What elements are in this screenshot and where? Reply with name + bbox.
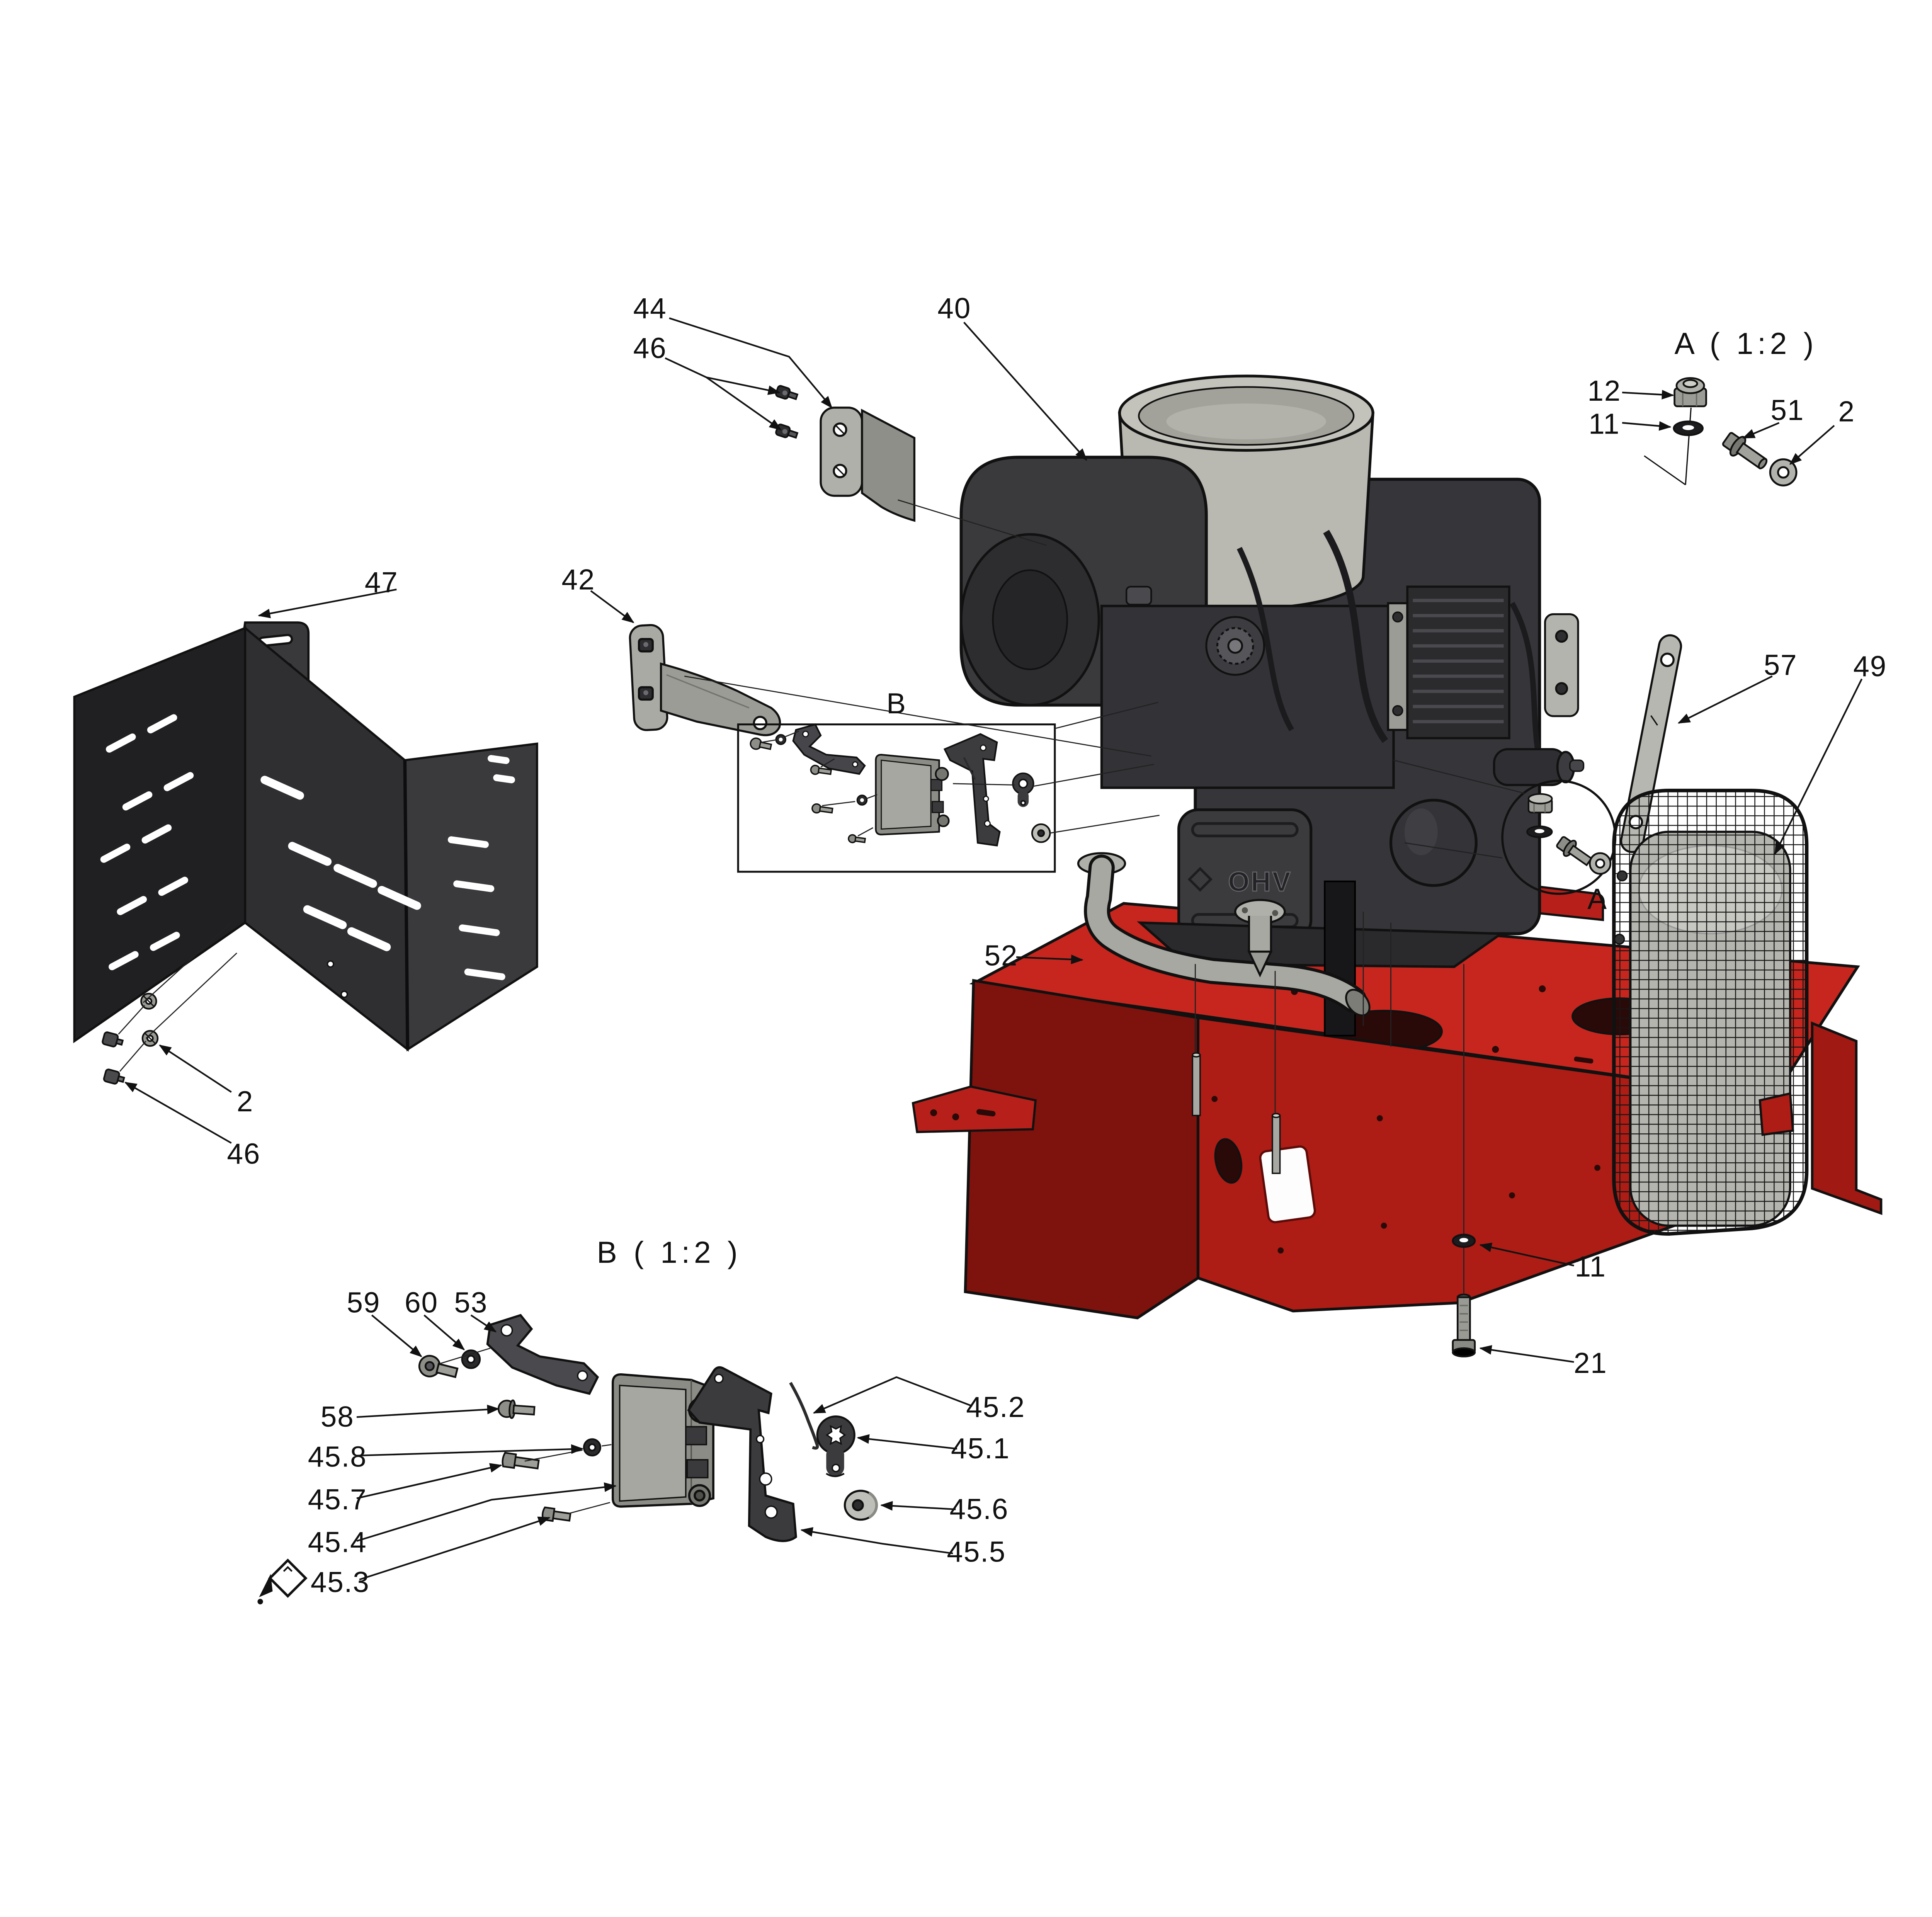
detail-b-title: B ( 1:2 ) xyxy=(597,1235,742,1269)
callout-45-3: 45.3 xyxy=(311,1566,370,1598)
bracket-45-5-small xyxy=(943,733,1001,847)
callout-44: 44 xyxy=(633,292,667,324)
mounting-plate-right xyxy=(1544,613,1579,717)
frame-tab-front xyxy=(1759,1092,1794,1136)
locknut xyxy=(1527,793,1553,813)
grommet-45-6-small xyxy=(1031,823,1051,843)
bolt-51 xyxy=(1722,432,1768,469)
fuel-pump xyxy=(1493,748,1585,786)
callout-45-4: 45.4 xyxy=(308,1526,367,1558)
detail-circle-a xyxy=(1501,779,1617,895)
callout-46-left: 46 xyxy=(227,1138,260,1170)
lever-45-1 xyxy=(816,1415,855,1477)
callout-11-bottom: 11 xyxy=(1575,1250,1606,1283)
callout-45-8: 45.8 xyxy=(308,1441,367,1473)
socket-bolt-59 xyxy=(418,1355,459,1378)
callout-45-7: 45.7 xyxy=(308,1483,367,1516)
callout-45-5: 45.5 xyxy=(947,1535,1006,1568)
callout-59: 59 xyxy=(347,1286,380,1318)
heat-shield xyxy=(73,621,538,1052)
axis-lines xyxy=(118,499,1525,1514)
washer-2-b xyxy=(141,1030,159,1047)
washer-60 xyxy=(461,1349,481,1369)
cap-nut-12 xyxy=(1673,377,1707,407)
flywheel-screen xyxy=(1205,616,1265,676)
fasteners-shield xyxy=(102,993,159,1085)
callout-46-top: 46 xyxy=(633,332,667,364)
leader-lines xyxy=(124,317,1863,1580)
callout-45-6: 45.6 xyxy=(949,1493,1009,1525)
callout-labels: 44 46 40 A ( 1:2 ) 12 11 51 2 47 42 B 57… xyxy=(227,292,1887,1598)
oil-cooler xyxy=(1387,585,1510,740)
grommet-45-6 xyxy=(844,1490,878,1521)
bolts-46-top xyxy=(775,385,799,439)
bracket-44 xyxy=(820,407,916,522)
frame-studs xyxy=(1192,1052,1281,1174)
detail-b-parts xyxy=(257,1314,878,1604)
callout-21: 21 xyxy=(1574,1347,1607,1379)
bracket-53-small xyxy=(792,723,866,775)
callout-12: 12 xyxy=(1587,374,1621,407)
bracket-45-5 xyxy=(687,1366,797,1542)
washer-2-a xyxy=(140,993,157,1010)
ohv-text: OHV xyxy=(1228,866,1292,897)
callout-2-top: 2 xyxy=(1838,395,1855,428)
lever-45-1-small xyxy=(1012,772,1034,807)
bolt-46-b xyxy=(103,1068,125,1085)
callout-40: 40 xyxy=(937,292,971,324)
frame-left-wall xyxy=(964,979,1200,1320)
engine-assembly: OHV xyxy=(959,374,1585,1037)
bolt-45-3 xyxy=(541,1506,571,1522)
callout-53: 53 xyxy=(454,1286,488,1318)
flat-washer xyxy=(1589,852,1612,875)
brand-diamond-icon xyxy=(1187,867,1213,892)
module-45-small xyxy=(875,754,950,835)
callout-47: 47 xyxy=(365,566,398,599)
callout-60: 60 xyxy=(405,1286,438,1318)
callout-45-1: 45.1 xyxy=(951,1432,1010,1465)
washer-45-8 xyxy=(583,1438,601,1457)
detail-box-b xyxy=(737,723,1056,873)
frame-left-wing xyxy=(912,1085,1037,1133)
exhaust-stub xyxy=(1234,899,1286,978)
bolt-45-7 xyxy=(502,1452,540,1470)
callout-51: 51 xyxy=(1770,394,1804,426)
callout-49: 49 xyxy=(1853,650,1887,682)
callout-45-2: 45.2 xyxy=(966,1391,1025,1423)
glue-bottle-icon xyxy=(257,1558,308,1604)
frame-right-flange xyxy=(1811,1021,1883,1215)
bracket-42 xyxy=(629,624,781,737)
callout-2-left: 2 xyxy=(237,1085,253,1118)
detail-b-box-marker: B xyxy=(886,687,906,720)
shield-vent-slots xyxy=(100,714,515,980)
callout-58: 58 xyxy=(321,1400,354,1433)
bolt-58 xyxy=(497,1399,536,1419)
bracket-53 xyxy=(486,1314,599,1395)
bolt-21 xyxy=(1452,1293,1476,1357)
callout-42: 42 xyxy=(561,563,595,595)
callout-11-top: 11 xyxy=(1588,408,1620,440)
detail-a-title: A ( 1:2 ) xyxy=(1675,327,1818,361)
callout-57: 57 xyxy=(1764,648,1798,681)
fasteners-frame xyxy=(1452,1233,1476,1357)
detail-a-parts xyxy=(1644,377,1798,486)
exhaust-pipe xyxy=(1077,852,1371,1017)
flange-bolt xyxy=(1556,836,1593,866)
spring-45-2 xyxy=(789,1382,819,1450)
muffler-guard xyxy=(1612,789,1809,1236)
callout-52: 52 xyxy=(984,939,1018,971)
bolt-46-a xyxy=(102,1031,124,1048)
detail-a-circle-marker: A xyxy=(1587,883,1607,915)
washer-2-top xyxy=(1769,458,1798,486)
